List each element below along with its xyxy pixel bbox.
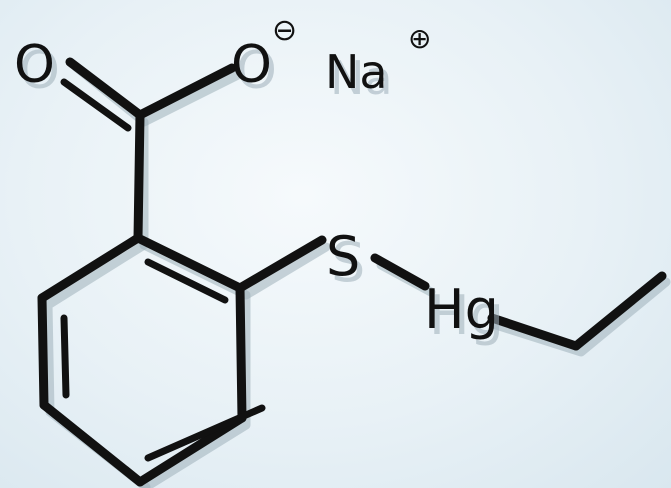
bond-ring-to-carboxyl-carbon <box>133 110 145 243</box>
atom-label-shadows: O O Na S Hg <box>19 41 504 347</box>
sodium-label: Na <box>325 45 388 99</box>
carboxylate-oxygen-shadow: O <box>236 41 277 101</box>
sodium-shadow: Na <box>330 51 393 105</box>
ring-bond-c4-c5 <box>39 400 145 487</box>
atom-labels: O O ⊖ Na ⊕ S Hg <box>14 13 499 341</box>
thiomersal-side-chain <box>235 235 667 351</box>
carbonyl-oxygen-label: O <box>14 35 55 95</box>
ring-bond-c2-c3 <box>235 283 247 423</box>
bond-ring-to-sulfur <box>235 235 327 293</box>
ethyl-bond <box>571 271 667 351</box>
oxygen-negative-charge: ⊖ <box>272 13 297 48</box>
carbonyl-oxygen-shadow: O <box>19 41 60 101</box>
carbonyl-double-bond-outer <box>65 57 145 120</box>
sulfur-label: S <box>326 225 360 288</box>
carboxylate-group <box>60 57 237 243</box>
ring-inner-bond-bottom <box>144 404 266 462</box>
bond-sulfur-to-mercury <box>370 253 430 291</box>
sulfur-shadow: S <box>331 231 365 294</box>
mercury-shadow: Hg <box>429 284 504 347</box>
ring-inner-bond-left <box>60 314 70 399</box>
sodium-positive-charge: ⊕ <box>408 22 431 55</box>
carbonyl-double-bond-inner <box>60 78 132 132</box>
ring-bond-c3-c4 <box>135 413 247 487</box>
bond-carbon-to-carboxylate-oxygen <box>135 63 237 120</box>
ring-bond-c5-c6 <box>37 293 49 410</box>
bond-mercury-to-ethyl <box>487 313 581 351</box>
benzene-ring <box>37 233 266 487</box>
ring-inner-bond-top <box>144 258 229 304</box>
carboxylate-oxygen-label: O <box>231 35 272 95</box>
ring-bond-c1-c2 <box>133 233 245 293</box>
mercury-label: Hg <box>424 278 499 341</box>
ring-bond-c6-c1 <box>37 233 143 303</box>
